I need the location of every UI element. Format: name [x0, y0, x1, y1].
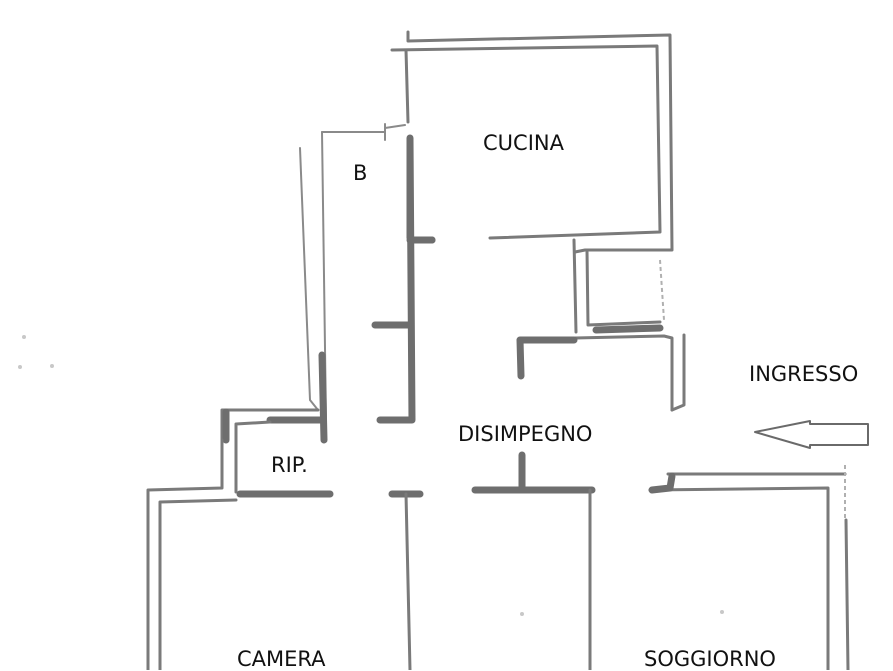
scan-artifact [18, 365, 22, 369]
scan-artifact [50, 364, 54, 368]
living-room-walls [648, 465, 850, 670]
entrance-arrow-icon [754, 420, 869, 449]
scan-artifact [22, 335, 26, 339]
bedroom-walls [146, 438, 238, 670]
room-label-camera: CAMERA [237, 647, 326, 671]
scan-artifact [720, 610, 724, 614]
room-label-ingresso: INGRESSO [749, 362, 859, 386]
corridor-walls [388, 451, 596, 670]
bathroom-walls [299, 123, 436, 444]
storage-walls [220, 408, 334, 498]
room-label-ripostiglio: RIP. [271, 453, 308, 477]
scan-artifact [520, 612, 524, 616]
room-label-soggiorno: SOGGIORNO [644, 647, 776, 671]
room-label-disimpegno: DISIMPEGNO [458, 422, 593, 446]
room-label-cucina: CUCINA [483, 131, 564, 155]
kitchen-walls [390, 30, 686, 412]
room-label-bagno: B [353, 161, 368, 185]
